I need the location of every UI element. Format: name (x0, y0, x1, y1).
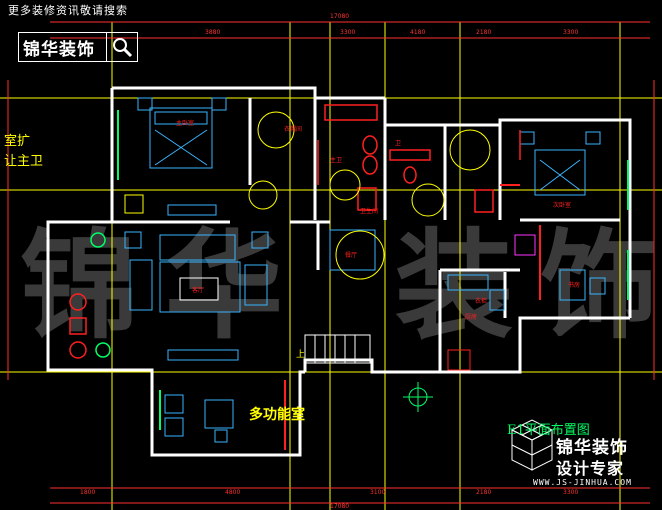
dim-bottom-2: 4800 (225, 489, 241, 496)
brand-url[interactable]: WWW.JS-JINHUA.COM (533, 478, 632, 487)
kitchen-fixtures (447, 274, 505, 371)
brand-tagline: 设计专家 (556, 459, 625, 478)
brand-name: 锦华装饰 (556, 438, 628, 458)
dim-top-1: 3880 (205, 29, 221, 36)
red-partitions (284, 184, 541, 450)
watermark-char-1: 锦 (20, 216, 139, 355)
dim-top-5: 3300 (563, 29, 579, 36)
dimension-lines (7, 21, 655, 504)
windows (117, 110, 629, 430)
master-chair (124, 194, 144, 214)
stair (304, 334, 371, 364)
multifunction-furniture (164, 394, 234, 443)
room-label-kitchen: 厨房 (465, 314, 478, 321)
dim-bottom-5: 3300 (563, 489, 579, 496)
dim-top-3: 4180 (410, 29, 426, 36)
side-note-1: 室扩 (4, 134, 31, 149)
column-marker (514, 234, 536, 256)
logo-search-box[interactable]: 锦华装饰 (18, 32, 138, 62)
dim-top-4: 2180 (476, 29, 492, 36)
dining-area (329, 229, 385, 280)
dim-bottom-4: 2180 (476, 489, 492, 496)
stair-label: 上 (296, 350, 306, 360)
master-bed (137, 97, 227, 216)
walls (46, 86, 632, 457)
multifunction-room-label: 多功能室 (249, 407, 305, 423)
room-label-master-bedroom: 主卧室 (176, 120, 195, 127)
logo-text: 锦华装饰 (23, 39, 95, 60)
second-bed (519, 131, 606, 301)
watermark-char-3: 装 (395, 216, 514, 355)
room-label-bath-2: 卫生间 (360, 208, 379, 215)
left-lounge (69, 232, 111, 359)
side-note-2: 让主卫 (4, 154, 44, 169)
living-room-furniture (124, 231, 269, 361)
brand-cube-icon (510, 419, 554, 471)
door-swings (248, 111, 491, 217)
room-label-living: 客厅 (192, 287, 205, 294)
room-label-study: 书房 (568, 282, 581, 289)
room-label-cabinet: 衣柜 (475, 298, 488, 305)
bath-fixtures (317, 104, 521, 213)
dim-top-total: 17080 (330, 13, 350, 20)
entrance-marker (403, 382, 433, 412)
plan-title: E1平面布置图 (507, 423, 590, 438)
room-label-master-bath: 主卫 (330, 157, 343, 164)
room-label-cloakroom: 衣帽间 (284, 126, 303, 133)
watermark-char-2: 华 (165, 216, 284, 355)
dim-bottom-total: 17080 (330, 503, 350, 510)
header-note: 更多装修资讯敬请搜索 (8, 4, 128, 17)
room-label-bath: 卫 (395, 140, 402, 147)
room-label-second-bedroom: 次卧室 (553, 202, 572, 209)
room-label-dining: 餐厅 (345, 252, 358, 259)
search-icon[interactable] (106, 33, 137, 61)
dim-top-2: 3300 (340, 29, 356, 36)
dim-bottom-1: 1800 (80, 489, 96, 496)
dim-bottom-3: 3100 (370, 489, 386, 496)
